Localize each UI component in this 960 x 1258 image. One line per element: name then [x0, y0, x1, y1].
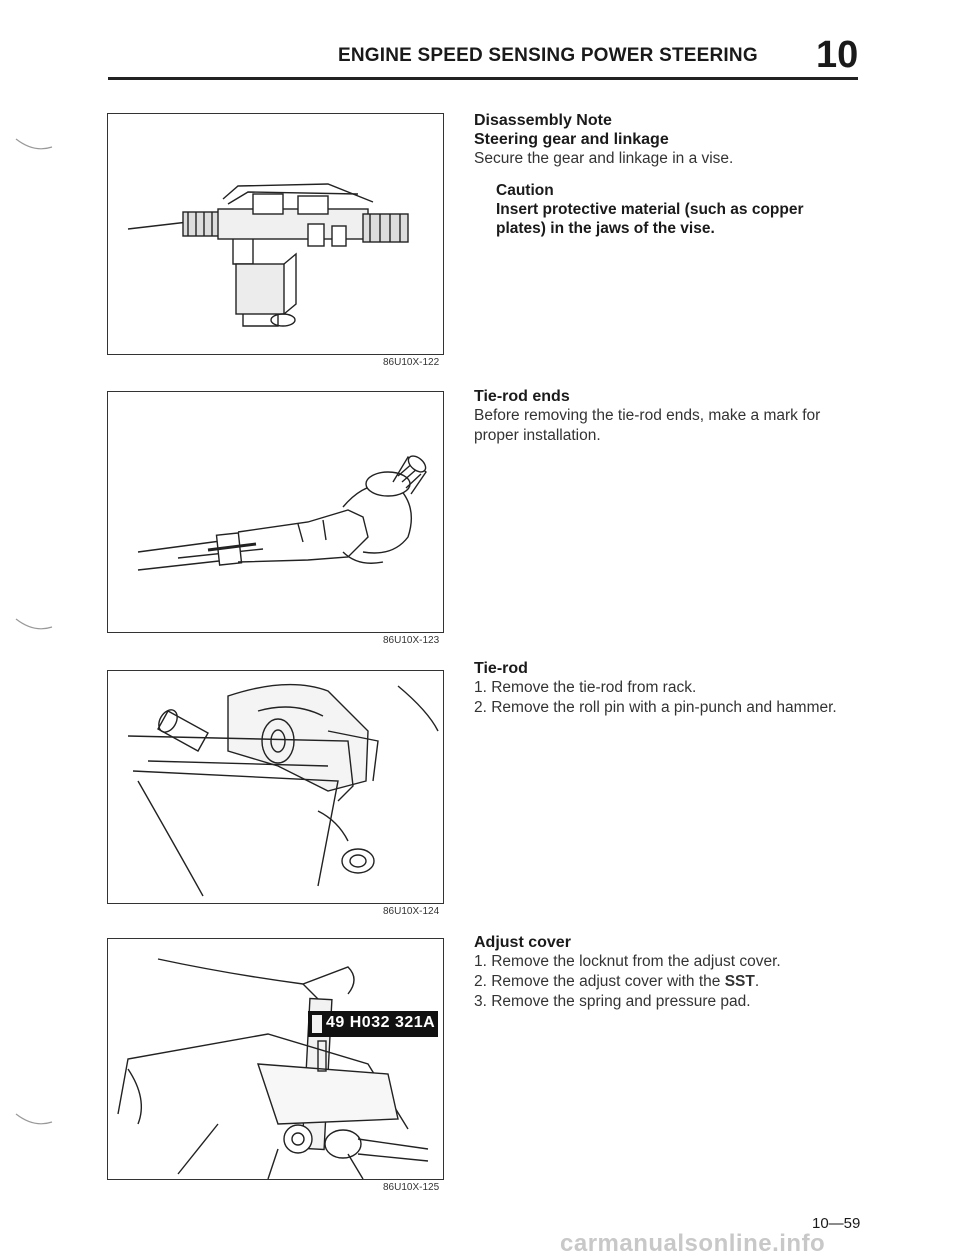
caution-box: Caution Insert protective material (such… [496, 181, 874, 238]
section-title: Tie-rod ends [474, 388, 570, 405]
section-tierod: Tie-rod 1. Remove the tie-rod from rack.… [474, 659, 874, 718]
figure-code: 86U10X-122 [383, 357, 440, 368]
section-disassembly: Disassembly Note Steering gear and linka… [474, 111, 874, 238]
adjust-cover-illustration [117, 958, 438, 1179]
figure-tierod-pin [107, 670, 444, 904]
section-text-line: Before removing the tie-rod ends, make a… [474, 407, 821, 424]
section-title: Adjust cover [474, 934, 571, 951]
caution-text-line: Insert protective material (such as copp… [496, 201, 804, 218]
sst-tool-label: 49 H032 321A [326, 1014, 436, 1031]
figure-steering-gear [107, 113, 444, 355]
figure-code: 86U10X-125 [383, 1182, 440, 1193]
tierod-end-illustration [137, 455, 427, 571]
figure-code: 86U10X-123 [383, 635, 440, 646]
page-header: ENGINE SPEED SENSING POWER STEERING 10 [0, 0, 960, 80]
binder-mark [15, 138, 53, 150]
section-title: Disassembly Note [474, 112, 612, 129]
section-subtitle: Steering gear and linkage [474, 131, 669, 148]
header-rule [108, 77, 858, 80]
site-watermark: carmanualsonline.info [560, 1230, 826, 1257]
procedure-step: 2. Remove the roll pin with a pin-punch … [474, 699, 837, 716]
caution-title: Caution [496, 182, 554, 199]
binder-mark [15, 618, 53, 630]
procedure-step: 1. Remove the locknut from the adjust co… [474, 953, 781, 970]
header-title: ENGINE SPEED SENSING POWER STEERING [338, 45, 758, 66]
binder-mark [15, 1113, 53, 1125]
steering-gear-illustration [127, 183, 409, 327]
tierod-pin-illustration [127, 683, 439, 897]
section-text: Secure the gear and linkage in a vise. [474, 150, 734, 167]
chapter-number: 10 [816, 34, 859, 76]
procedure-step: 1. Remove the tie-rod from rack. [474, 679, 697, 696]
figure-code: 86U10X-124 [383, 906, 440, 917]
section-title: Tie-rod [474, 660, 528, 677]
procedure-step: 3. Remove the spring and pressure pad. [474, 993, 751, 1010]
page-number: 10—59 [812, 1215, 861, 1232]
sst-label: SST [724, 973, 755, 990]
procedure-step: 2. Remove the adjust cover with the SST. [474, 972, 874, 992]
step-text: 2. Remove the adjust cover with the [474, 973, 725, 990]
figure-adjust-cover: 49 H032 321A [107, 938, 444, 1180]
section-text-line: proper installation. [474, 427, 601, 444]
figure-tierod-end [107, 391, 444, 633]
step-text: . [754, 973, 760, 990]
caution-text-line: plates) in the jaws of the vise. [496, 220, 715, 237]
section-tierod-ends: Tie-rod ends Before removing the tie-rod… [474, 387, 874, 446]
section-adjust-cover: Adjust cover 1. Remove the locknut from … [474, 933, 874, 1012]
